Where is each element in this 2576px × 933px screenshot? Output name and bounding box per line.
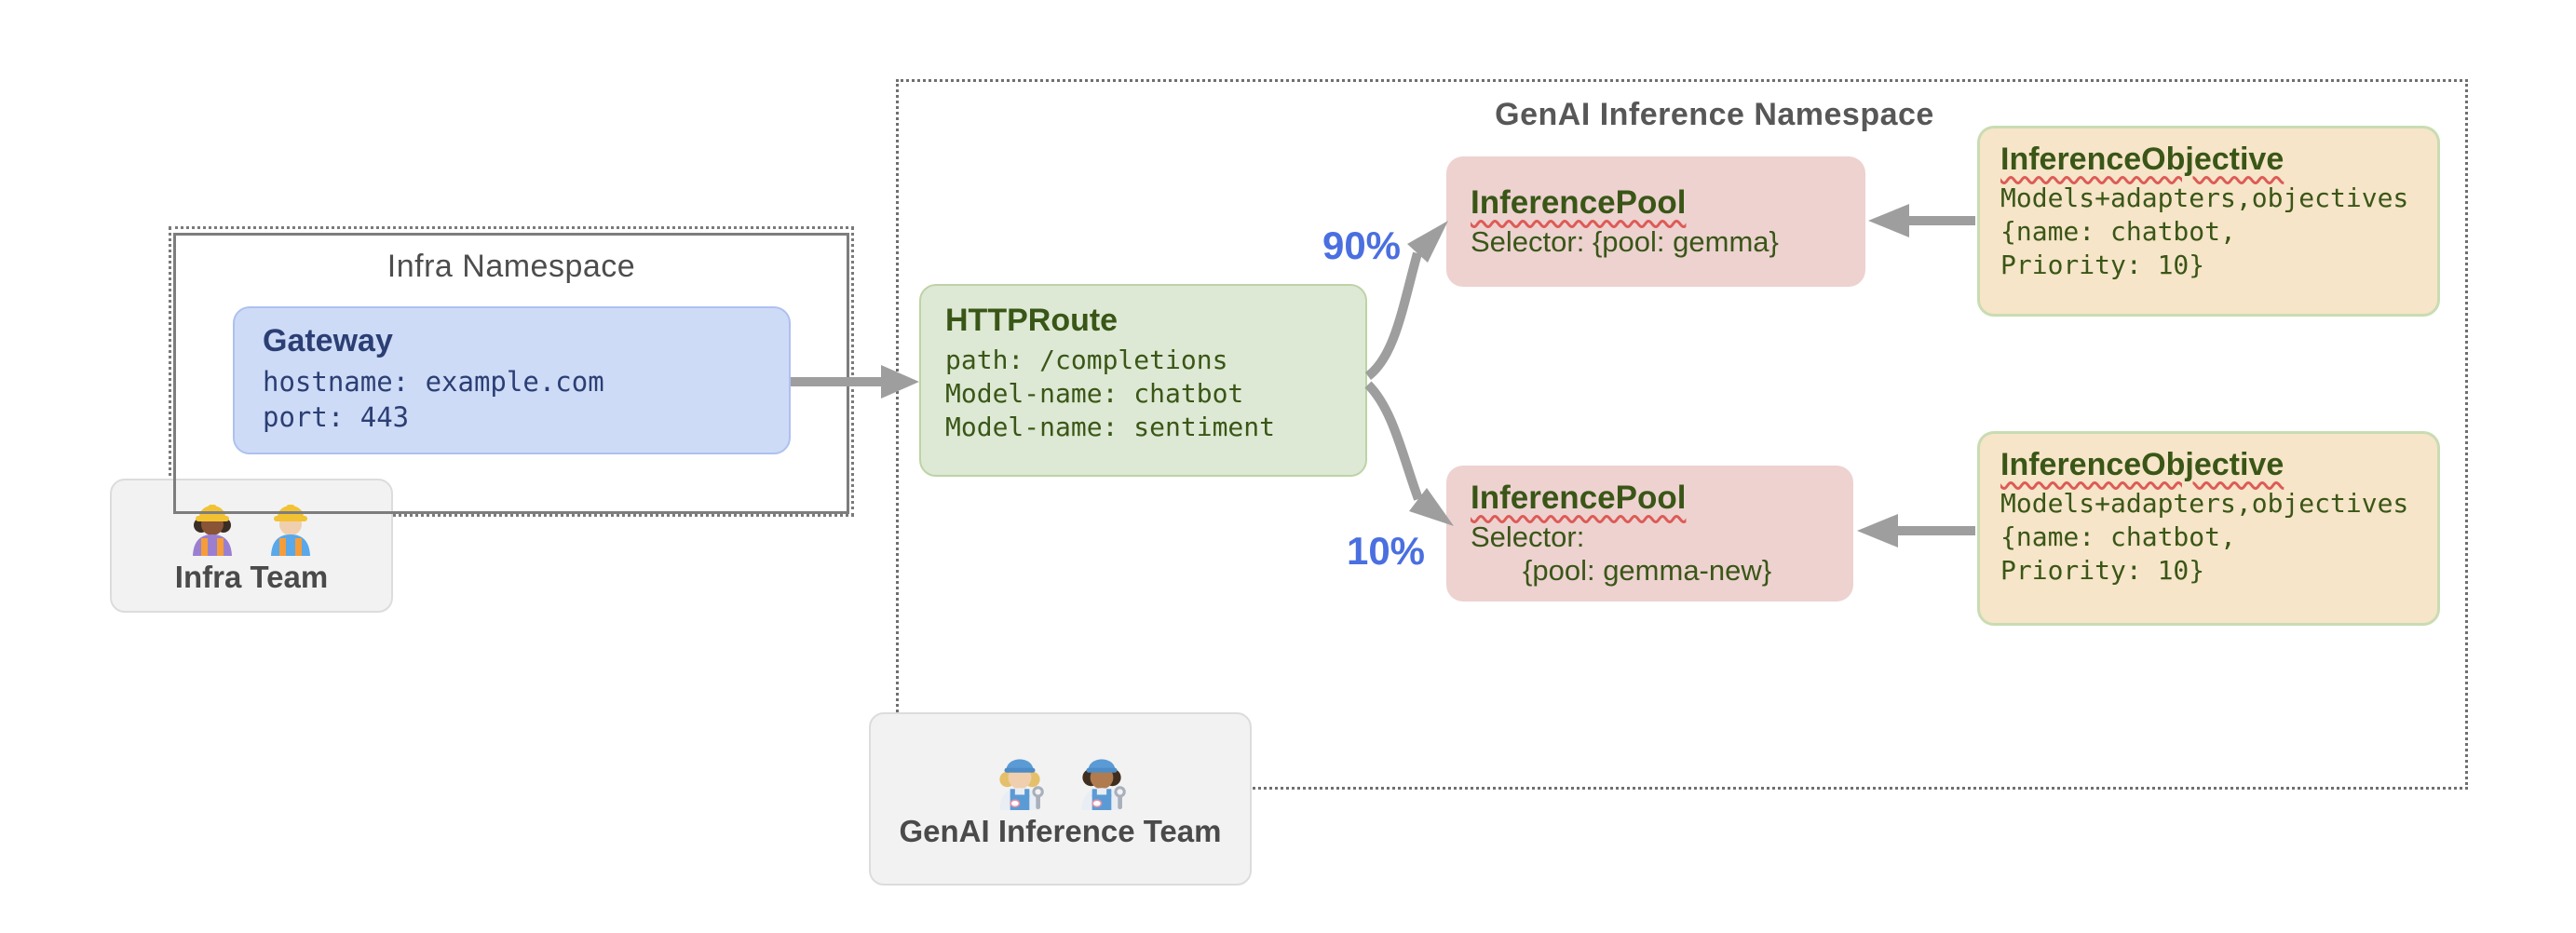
genai-namespace-label: GenAI Inference Namespace — [1495, 97, 1934, 132]
inference-pool-gemma-new-box: InferencePool Selector: {pool: gemma-new… — [1446, 466, 1853, 602]
httproute-model-sentiment: Model-name: sentiment — [945, 412, 1276, 442]
inference-objective-bottom-line-2: {name: chatbot, — [2000, 521, 2236, 552]
woman-construction-worker-dark-skin-icon — [193, 505, 232, 556]
inference-objective-bottom-line-3: Priority: 10} — [2000, 555, 2205, 586]
inference-objective-bottom-box: InferenceObjective Models+adapters,objec… — [1977, 431, 2440, 626]
httproute-box: HTTPRoute path: /completions Model-name:… — [919, 284, 1367, 477]
inference-pool-gemma-selector: Selector: {pool: gemma} — [1471, 225, 1779, 258]
man-mechanic-medium-skin-icon — [1080, 759, 1126, 810]
httproute-title: HTTPRoute — [945, 303, 1119, 338]
gateway-port: port: 443 — [263, 401, 410, 433]
gateway-hostname: hostname: example.com — [263, 366, 604, 398]
inference-objective-top-box: InferenceObjective Models+adapters,objec… — [1977, 126, 2440, 317]
inference-objective-bottom-title: InferenceObjective — [2000, 447, 2285, 482]
genai-team-label: GenAI Inference Team — [899, 814, 1222, 848]
inference-objective-top-line-1: Models+adapters,objectives — [2000, 183, 2409, 213]
infra-namespace-box: Infra Namespace — [173, 233, 849, 514]
infra-team-label: Infra Team — [174, 560, 329, 594]
infra-team-icons — [185, 496, 318, 556]
inference-objective-bottom-line-1: Models+adapters,objectives — [2000, 488, 2409, 519]
infra-team-card: Infra Team — [110, 479, 393, 613]
gateway-title: Gateway — [263, 323, 393, 358]
man-construction-worker-light-skin-icon — [271, 505, 310, 556]
woman-mechanic-light-skin-icon — [998, 759, 1044, 810]
infra-namespace-label: Infra Namespace — [386, 249, 636, 284]
httproute-model-chatbot: Model-name: chatbot — [945, 378, 1244, 409]
inference-pool-gemma-title: InferencePool — [1471, 184, 1687, 221]
traffic-split-10-label: 10% — [1346, 529, 1426, 573]
httproute-path: path: /completions — [945, 345, 1228, 375]
inference-pool-gemma-new-selector: Selector: — [1471, 521, 1585, 553]
inference-pool-gemma-new-title: InferencePool — [1471, 480, 1687, 516]
inference-objective-top-line-2: {name: chatbot, — [2000, 216, 2236, 247]
traffic-split-90-label: 90% — [1322, 223, 1402, 267]
inference-pool-gemma-new-selector-value: {pool: gemma-new} — [1523, 554, 1772, 587]
genai-team-card: GenAI Inference Team — [869, 712, 1252, 886]
infra-namespace-dotted-border — [169, 226, 854, 517]
genai-team-icons — [991, 749, 1131, 810]
inference-pool-gemma-box: InferencePool Selector: {pool: gemma} — [1446, 156, 1865, 287]
genai-inference-namespace-box: GenAI Inference Namespace — [896, 79, 2468, 790]
inference-objective-top-title: InferenceObjective — [2000, 142, 2285, 177]
inference-objective-top-line-3: Priority: 10} — [2000, 250, 2205, 280]
gateway-box: Gateway hostname: example.com port: 443 — [233, 306, 791, 454]
